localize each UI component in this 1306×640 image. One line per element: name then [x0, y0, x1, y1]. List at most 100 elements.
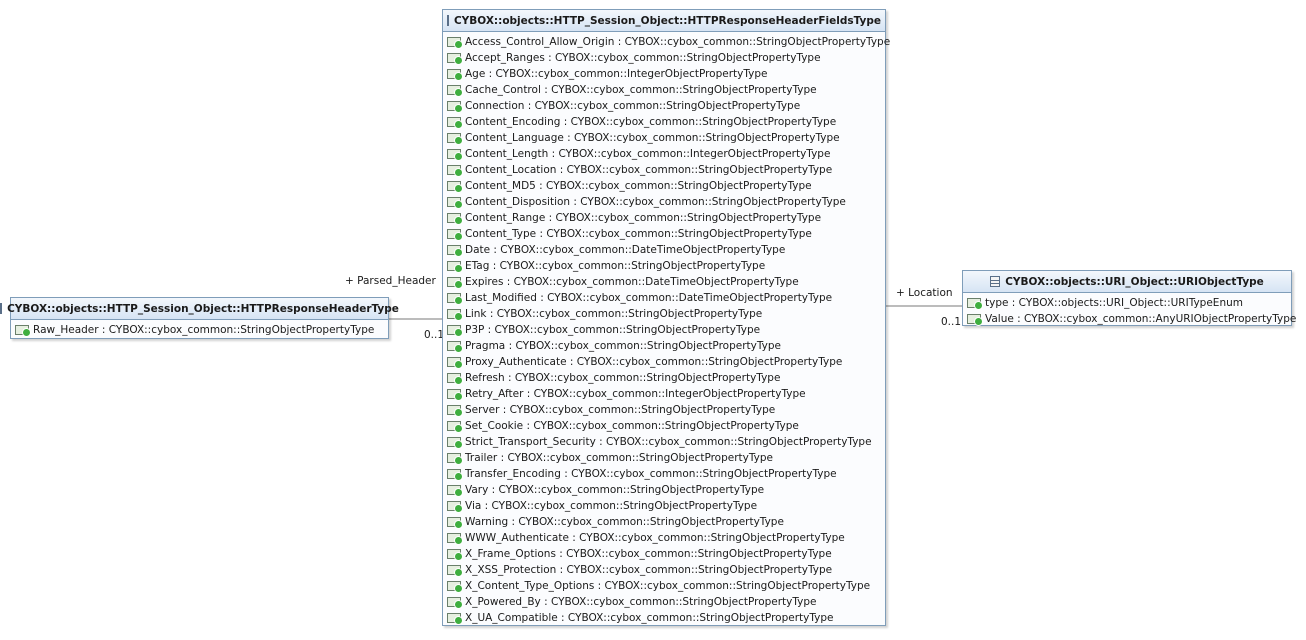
attribute-row[interactable]: X_XSS_Protection : CYBOX::cybox_common::… — [447, 562, 885, 578]
attribute-row[interactable]: Strict_Transport_Security : CYBOX::cybox… — [447, 434, 885, 450]
attribute-text: Set_Cookie : CYBOX::cybox_common::String… — [465, 420, 799, 432]
parsed-header-role-label: + Parsed_Header — [345, 275, 436, 287]
attribute-row[interactable]: Via : CYBOX::cybox_common::StringObjectP… — [447, 498, 885, 514]
attribute-icon — [447, 229, 463, 241]
attribute-text: Transfer_Encoding : CYBOX::cybox_common:… — [465, 468, 837, 480]
attribute-icon — [447, 69, 463, 81]
attribute-row[interactable]: Content_Length : CYBOX::cybox_common::In… — [447, 146, 885, 162]
attribute-icon — [447, 197, 463, 209]
attribute-row[interactable]: ETag : CYBOX::cybox_common::StringObject… — [447, 258, 885, 274]
class-header: CYBOX::objects::HTTP_Session_Object::HTT… — [0, 298, 399, 320]
attribute-icon — [447, 405, 463, 417]
attribute-text: Raw_Header : CYBOX::cybox_common::String… — [33, 324, 375, 336]
attribute-row[interactable]: Raw_Header : CYBOX::cybox_common::String… — [15, 322, 388, 338]
attribute-text: Expires : CYBOX::cybox_common::DateTimeO… — [465, 276, 799, 288]
attribute-text: Accept_Ranges : CYBOX::cybox_common::Str… — [465, 52, 821, 64]
attribute-text: Via : CYBOX::cybox_common::StringObjectP… — [465, 500, 758, 512]
attribute-row[interactable]: Content_Language : CYBOX::cybox_common::… — [447, 130, 885, 146]
attribute-row[interactable]: Trailer : CYBOX::cybox_common::StringObj… — [447, 450, 885, 466]
attribute-icon — [447, 85, 463, 97]
attribute-row[interactable]: Accept_Ranges : CYBOX::cybox_common::Str… — [447, 50, 885, 66]
attribute-icon — [447, 261, 463, 273]
attribute-icon — [447, 533, 463, 545]
attribute-text: ETag : CYBOX::cybox_common::StringObject… — [465, 260, 766, 272]
attribute-row[interactable]: Server : CYBOX::cybox_common::StringObje… — [447, 402, 885, 418]
attribute-row[interactable]: X_Content_Type_Options : CYBOX::cybox_co… — [447, 578, 885, 594]
attribute-row[interactable]: Set_Cookie : CYBOX::cybox_common::String… — [447, 418, 885, 434]
attribute-icon — [447, 517, 463, 529]
attribute-row[interactable]: Retry_After : CYBOX::cybox_common::Integ… — [447, 386, 885, 402]
attribute-row[interactable]: Pragma : CYBOX::cybox_common::StringObje… — [447, 338, 885, 354]
attribute-icon — [447, 245, 463, 257]
attribute-text: Content_Language : CYBOX::cybox_common::… — [465, 132, 840, 144]
uri-object-type-class[interactable]: CYBOX::objects::URI_Object::URIObjectTyp… — [962, 270, 1296, 327]
attribute-text: Content_MD5 : CYBOX::cybox_common::Strin… — [465, 180, 812, 192]
attribute-icon — [967, 314, 983, 326]
attribute-row[interactable]: Warning : CYBOX::cybox_common::StringObj… — [447, 514, 885, 530]
attribute-row[interactable]: Content_Location : CYBOX::cybox_common::… — [447, 162, 885, 178]
attribute-icon — [447, 565, 463, 577]
attribute-text: Link : CYBOX::cybox_common::StringObject… — [465, 308, 763, 320]
class-icon — [990, 276, 1001, 287]
attribute-icon — [447, 325, 463, 337]
attribute-row[interactable]: WWW_Authenticate : CYBOX::cybox_common::… — [447, 530, 885, 546]
attribute-text: X_Content_Type_Options : CYBOX::cybox_co… — [465, 580, 871, 592]
attribute-row[interactable]: X_Powered_By : CYBOX::cybox_common::Stri… — [447, 594, 885, 610]
attribute-text: Content_Location : CYBOX::cybox_common::… — [465, 164, 833, 176]
attribute-row[interactable]: Expires : CYBOX::cybox_common::DateTimeO… — [447, 274, 885, 290]
attribute-text: Cache_Control : CYBOX::cybox_common::Str… — [465, 84, 817, 96]
attribute-text: X_Powered_By : CYBOX::cybox_common::Stri… — [465, 596, 817, 608]
attribute-text: X_Frame_Options : CYBOX::cybox_common::S… — [465, 548, 832, 560]
attribute-row[interactable]: type : CYBOX::objects::URI_Object::URITy… — [967, 295, 1291, 311]
attribute-text: Last_Modified : CYBOX::cybox_common::Dat… — [465, 292, 833, 304]
attribute-row[interactable]: Link : CYBOX::cybox_common::StringObject… — [447, 306, 885, 322]
attribute-row[interactable]: Vary : CYBOX::cybox_common::StringObject… — [447, 482, 885, 498]
attribute-text: Access_Control_Allow_Origin : CYBOX::cyb… — [465, 36, 891, 48]
attribute-icon — [447, 341, 463, 353]
attribute-row[interactable]: Last_Modified : CYBOX::cybox_common::Dat… — [447, 290, 885, 306]
attribute-text: Trailer : CYBOX::cybox_common::StringObj… — [465, 452, 773, 464]
attribute-text: X_UA_Compatible : CYBOX::cybox_common::S… — [465, 612, 834, 624]
attribute-row[interactable]: Proxy_Authenticate : CYBOX::cybox_common… — [447, 354, 885, 370]
attribute-row[interactable]: Transfer_Encoding : CYBOX::cybox_common:… — [447, 466, 885, 482]
class-title: CYBOX::objects::HTTP_Session_Object::HTT… — [453, 14, 882, 27]
class-icon — [0, 303, 3, 314]
attribute-row[interactable]: Date : CYBOX::cybox_common::DateTimeObje… — [447, 242, 885, 258]
http-response-header-fields-type-class[interactable]: CYBOX::objects::HTTP_Session_Object::HTT… — [442, 9, 890, 626]
attribute-row[interactable]: Age : CYBOX::cybox_common::IntegerObject… — [447, 66, 885, 82]
attribute-text: Vary : CYBOX::cybox_common::StringObject… — [465, 484, 765, 496]
class-title: CYBOX::objects::HTTP_Session_Object::HTT… — [7, 302, 399, 315]
http-response-header-type-class[interactable]: CYBOX::objects::HTTP_Session_Object::HTT… — [0, 297, 399, 339]
attribute-icon — [447, 581, 463, 593]
attribute-icon — [447, 165, 463, 177]
attribute-text: X_XSS_Protection : CYBOX::cybox_common::… — [465, 564, 833, 576]
attribute-icon — [447, 613, 463, 625]
attribute-row[interactable]: Value : CYBOX::cybox_common::AnyURIObjec… — [967, 311, 1296, 327]
attribute-row[interactable]: P3P : CYBOX::cybox_common::StringObjectP… — [447, 322, 885, 338]
attribute-icon — [447, 213, 463, 225]
attribute-text: Connection : CYBOX::cybox_common::String… — [465, 100, 801, 112]
attribute-row[interactable]: Cache_Control : CYBOX::cybox_common::Str… — [447, 82, 885, 98]
attribute-list: Raw_Header : CYBOX::cybox_common::String… — [11, 320, 388, 338]
attribute-text: Proxy_Authenticate : CYBOX::cybox_common… — [465, 356, 843, 368]
attribute-row[interactable]: Content_Range : CYBOX::cybox_common::Str… — [447, 210, 885, 226]
attribute-icon — [447, 597, 463, 609]
attribute-icon — [447, 485, 463, 497]
attribute-row[interactable]: Access_Control_Allow_Origin : CYBOX::cyb… — [447, 34, 890, 50]
attribute-row[interactable]: X_UA_Compatible : CYBOX::cybox_common::S… — [447, 610, 885, 626]
attribute-row[interactable]: Content_Type : CYBOX::cybox_common::Stri… — [447, 226, 885, 242]
attribute-icon — [447, 37, 463, 49]
attribute-row[interactable]: Connection : CYBOX::cybox_common::String… — [447, 98, 885, 114]
attribute-row[interactable]: Refresh : CYBOX::cybox_common::StringObj… — [447, 370, 885, 386]
attribute-list: type : CYBOX::objects::URI_Object::URITy… — [963, 293, 1296, 327]
attribute-icon — [15, 325, 31, 337]
attribute-row[interactable]: Content_Encoding : CYBOX::cybox_common::… — [447, 114, 885, 130]
attribute-icon — [447, 389, 463, 401]
attribute-row[interactable]: Content_Disposition : CYBOX::cybox_commo… — [447, 194, 885, 210]
attribute-icon — [447, 373, 463, 385]
attribute-row[interactable]: X_Frame_Options : CYBOX::cybox_common::S… — [447, 546, 885, 562]
attribute-icon — [447, 421, 463, 433]
location-role-label: + Location — [896, 287, 953, 299]
attribute-row[interactable]: Content_MD5 : CYBOX::cybox_common::Strin… — [447, 178, 885, 194]
